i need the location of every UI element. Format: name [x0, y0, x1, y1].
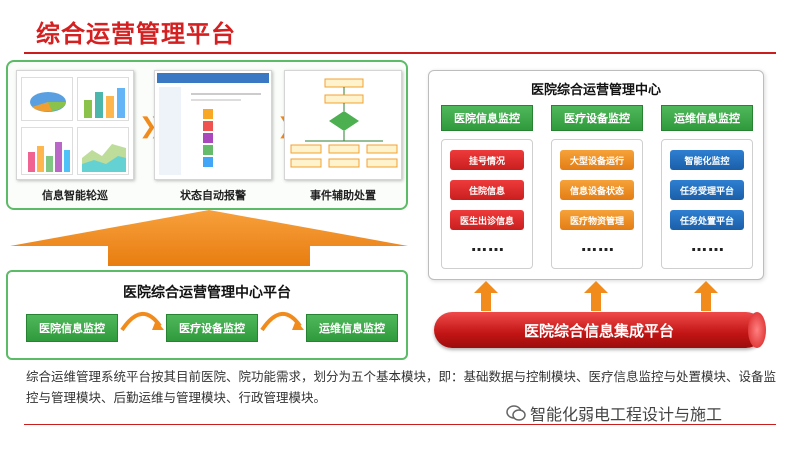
bottom-divider: [24, 424, 776, 425]
list-item[interactable]: 任务处置平台: [670, 210, 744, 230]
up-arrow-icon: [474, 281, 498, 311]
list-item[interactable]: 住院信息: [450, 180, 524, 200]
description-paragraph: 综合运维管理系统平台按其目前医院、院功能需求，划分为五个基本模块，即：基础数据与…: [26, 369, 777, 405]
curved-arrow-icon: [260, 312, 304, 332]
column-medical-device: 大型设备运行 信息设备状态 医疗物资管理 ……: [551, 139, 643, 269]
watermark: 智能化弱电工程设计与施工: [506, 401, 722, 425]
flowchart-thumbnail: [290, 78, 398, 168]
ops-info-monitor-button[interactable]: 运维信息监控: [306, 314, 398, 342]
list-item[interactable]: 大型设备运行: [560, 150, 634, 170]
list-item[interactable]: 信息设备状态: [560, 180, 634, 200]
screenshot-flowchart[interactable]: [284, 70, 402, 180]
list-item[interactable]: 医生出诊信息: [450, 210, 524, 230]
platform-title: 医院综合运营管理中心平台: [123, 285, 291, 301]
screenshot-caption: 信息智能轮巡: [42, 189, 108, 202]
title-divider: [24, 52, 776, 54]
window-sidebar: [159, 87, 181, 175]
column-head-medical-device[interactable]: 医疗设备监控: [551, 105, 643, 131]
more-indicator: ……: [691, 236, 725, 255]
alarm-bars-thumbnail: [191, 93, 261, 167]
window-titlebar: [157, 73, 269, 83]
up-arrow-icon: [10, 210, 408, 266]
list-item[interactable]: 医疗物资管理: [560, 210, 634, 230]
column-head-hospital-info[interactable]: 医院信息监控: [441, 105, 533, 131]
area-chart-thumbnail: [77, 127, 129, 175]
management-center-platform: 医院综合运营管理中心平台 医院信息监控 医疗设备监控 运维信息监控: [6, 270, 408, 360]
center-title: 医院综合运营管理中心: [530, 83, 661, 98]
page-title: 综合运营管理平台: [36, 20, 236, 48]
cylinder-cap: [748, 312, 766, 348]
screenshot-caption: 事件辅助处置: [310, 189, 376, 202]
medical-device-monitor-button[interactable]: 医疗设备监控: [166, 314, 258, 342]
list-item[interactable]: 任务受理平台: [670, 180, 744, 200]
screenshot-dashboard[interactable]: [16, 70, 134, 180]
list-item[interactable]: 智能化监控: [670, 150, 744, 170]
up-arrow-icon: [584, 281, 608, 311]
management-center: 医院综合运营管理中心 医院信息监控 挂号情况 住院信息 医生出诊信息 …… 医疗…: [428, 70, 764, 280]
wechat-icon: [506, 405, 526, 421]
bar-chart-thumbnail: [77, 77, 129, 121]
column-head-ops-info[interactable]: 运维信息监控: [661, 105, 753, 131]
up-arrow-icon: [694, 281, 718, 311]
watermark-text: 智能化弱电工程设计与施工: [530, 405, 723, 424]
integration-platform-label: 医院综合信息集成平台: [523, 321, 674, 340]
list-item[interactable]: 挂号情况: [450, 150, 524, 170]
integration-platform: 医院综合信息集成平台: [434, 312, 766, 348]
curved-arrow-icon: [120, 312, 164, 332]
bar-chart-thumbnail-2: [21, 127, 73, 175]
more-indicator: ……: [581, 236, 615, 255]
column-ops-info: 智能化监控 任务受理平台 任务处置平台 ……: [661, 139, 753, 269]
pie-chart-thumbnail: [21, 77, 73, 121]
column-hospital-info: 挂号情况 住院信息 医生出诊信息 ……: [441, 139, 533, 269]
screenshots-panel: 信息智能轮巡 ❯❯ 状态自动报警 ❯❯ 事件辅助处置: [6, 60, 408, 210]
hospital-info-monitor-button[interactable]: 医院信息监控: [26, 314, 118, 342]
screenshot-alarm[interactable]: [154, 70, 272, 180]
screenshot-caption: 状态自动报警: [180, 189, 246, 202]
more-indicator: ……: [471, 236, 505, 255]
